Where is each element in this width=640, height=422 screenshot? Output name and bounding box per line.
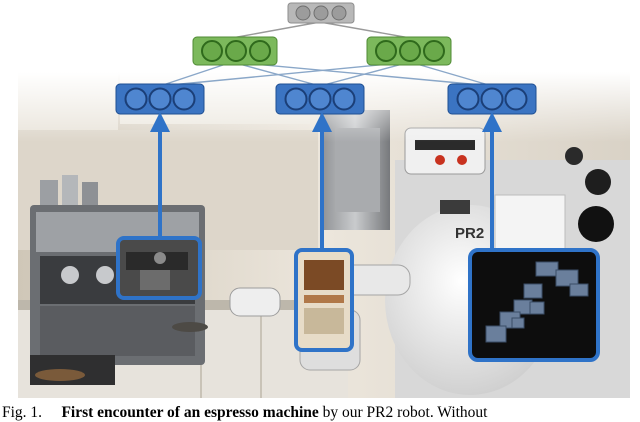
network-input-node-middle — [275, 83, 365, 115]
figure-caption: Fig. 1. First encounter of an espresso m… — [0, 404, 640, 422]
network-input-node-left — [115, 83, 205, 115]
caption-title: First encounter of an espresso machine — [61, 404, 319, 421]
network-edges — [159, 21, 493, 87]
network-hidden-node-left — [192, 36, 278, 66]
espresso-machine-focus-box — [116, 236, 202, 300]
network-input-node-right — [447, 83, 537, 115]
point-cloud-focus-box — [468, 248, 600, 362]
modality-arrows — [150, 112, 502, 250]
network-hidden-node-right — [366, 36, 452, 66]
figure-illustration: PR2 — [18, 2, 630, 398]
manual-focus-box — [294, 248, 354, 352]
caption-figure-number: Fig. 1. — [2, 404, 43, 421]
caption-body: by our PR2 robot. Without — [322, 404, 488, 421]
robot-label: PR2 — [455, 225, 484, 242]
network-top-node — [287, 2, 355, 24]
